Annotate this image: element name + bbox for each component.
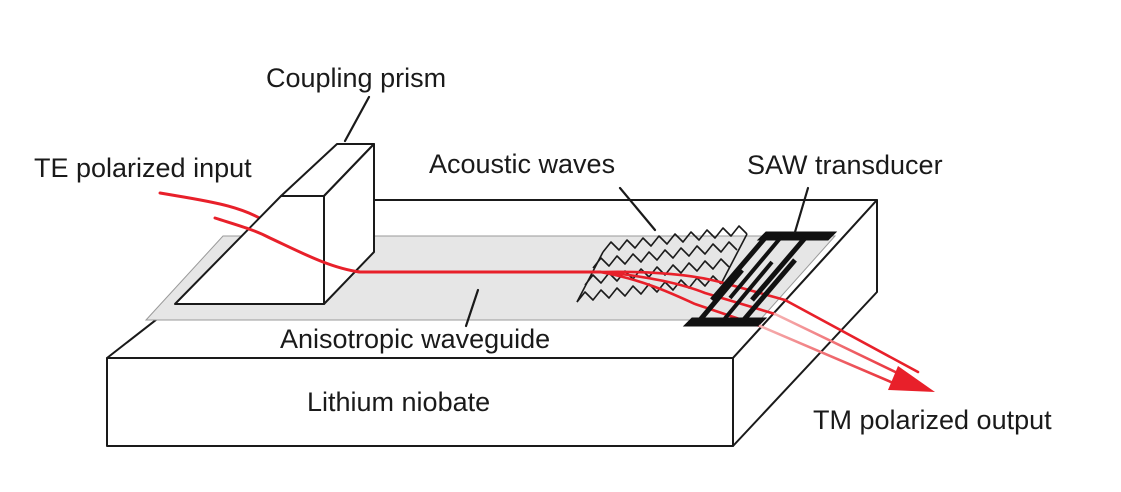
label-acoustic-waves: Acoustic waves: [429, 149, 615, 179]
label-saw-transducer: SAW transducer: [747, 150, 943, 180]
substrate-front-face: [106, 357, 734, 447]
beam-converted-ray: [598, 270, 777, 316]
transducer-finger: [720, 260, 774, 324]
beam-through-prism: [213, 216, 362, 274]
label-tm-output: TM polarized output: [813, 405, 1052, 435]
acoustic-wavefront: [592, 241, 738, 269]
label-lithium-niobate: Lithium niobate: [307, 387, 490, 417]
transducer-top-busbar: [756, 231, 838, 241]
output-arrowhead: [888, 366, 935, 392]
output-ray: [773, 312, 914, 382]
acoustic-wavefront: [602, 225, 748, 253]
saw-transducer: [682, 231, 838, 327]
transducer-finger: [750, 236, 807, 302]
transducer-finger: [728, 234, 784, 300]
output-ray: [783, 298, 920, 374]
output-beam: [758, 298, 935, 392]
transducer-finger: [740, 258, 797, 324]
acoustic-wave-edge: [576, 251, 604, 303]
coupling-prism: [174, 143, 375, 305]
transducer-finger: [698, 268, 744, 322]
leader-acoustic-waves: [618, 186, 657, 232]
output-ray: [758, 324, 907, 390]
beam-converted-ray: [598, 270, 787, 302]
transducer-finger: [710, 236, 767, 302]
leader-coupling-prism: [343, 95, 371, 143]
label-anisotropic-waveguide: Anisotropic waveguide: [280, 324, 550, 354]
beam-input-segment: [158, 191, 272, 227]
leader-saw-transducer: [793, 186, 810, 234]
acoustic-wave-edge: [720, 233, 748, 285]
beam-converted-ray: [598, 270, 762, 328]
label-te-input: TE polarized input: [34, 153, 252, 183]
leader-waveguide: [464, 288, 480, 328]
label-coupling-prism: Coupling prism: [266, 63, 446, 93]
prism-slanted-face: [174, 195, 325, 305]
